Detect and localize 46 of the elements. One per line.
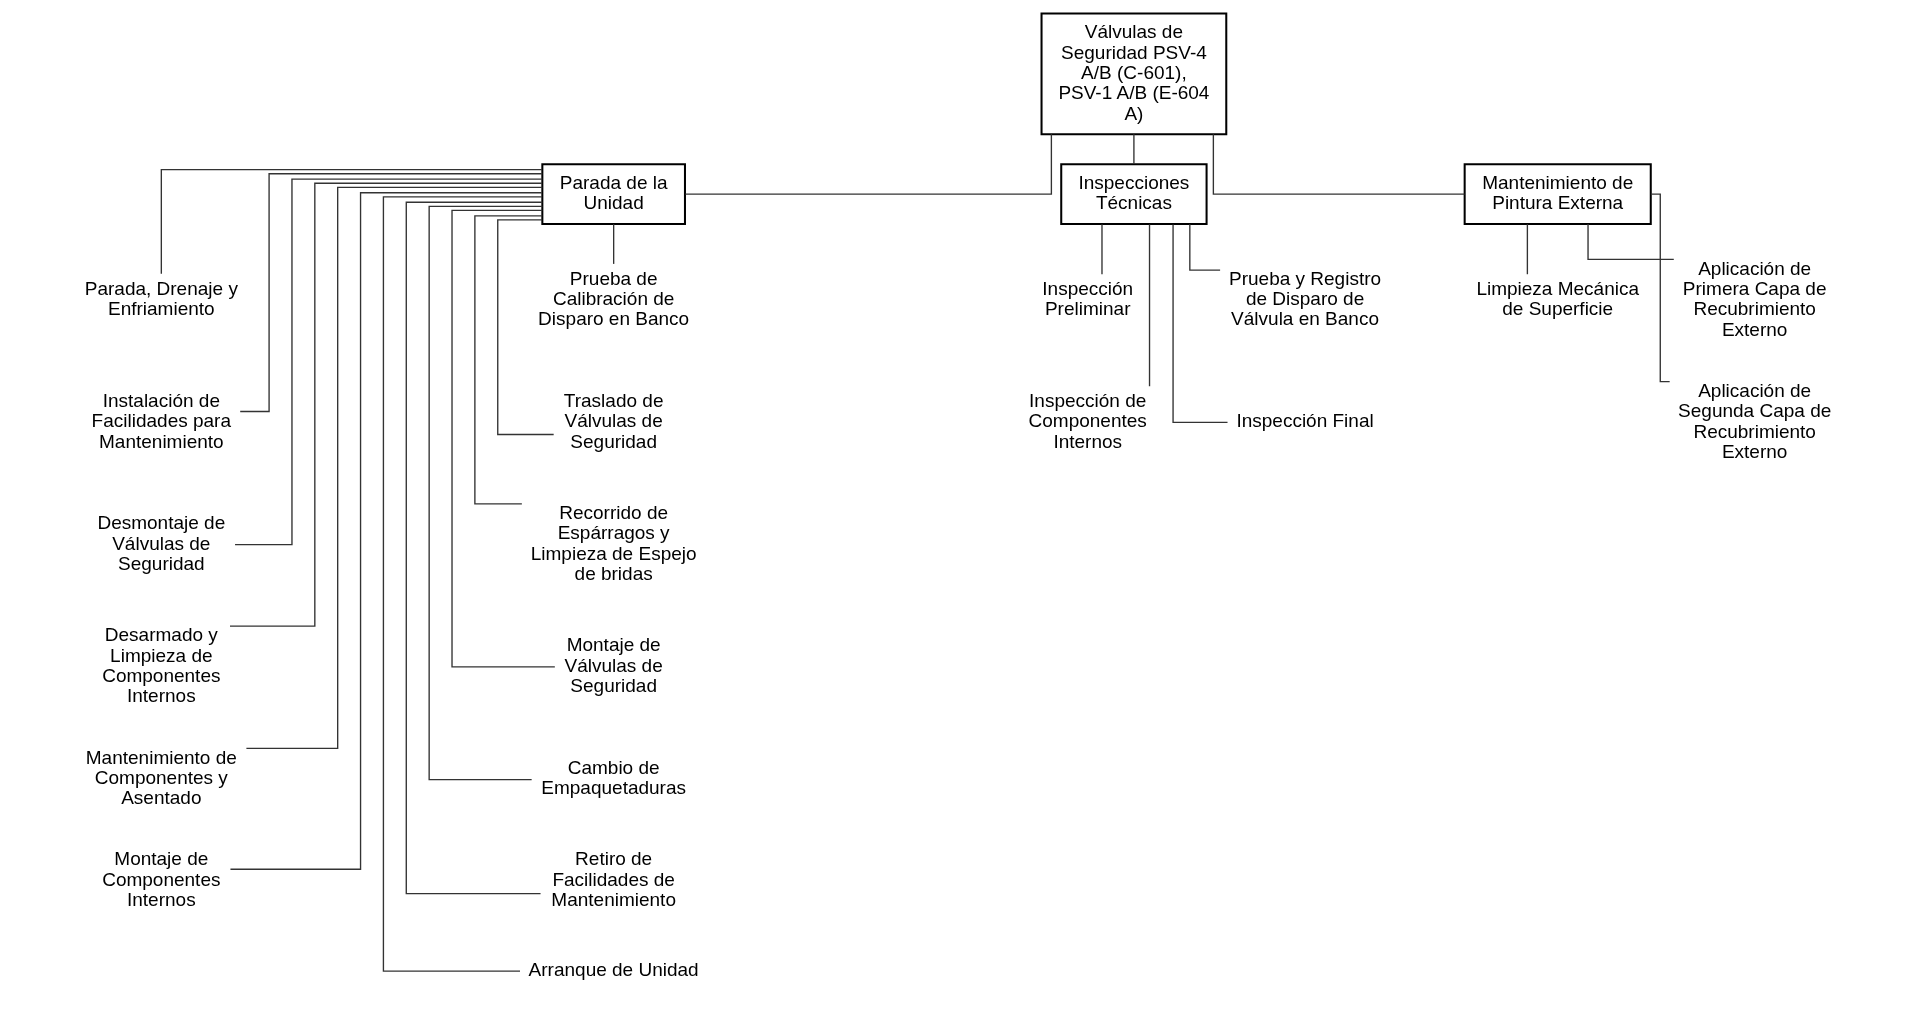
connector	[612, 223, 614, 265]
node-text: Traslado de Válvulas de Seguridad	[563, 389, 663, 452]
connector	[245, 186, 543, 749]
node-text: Prueba de Calibración de Disparo en Banco	[537, 267, 689, 330]
connector	[428, 205, 543, 781]
node-text: Arranque de Unidad	[528, 959, 699, 981]
node-text: Montaje de Componentes Internos	[101, 848, 220, 911]
node-text: Inspección Preliminar	[1041, 277, 1133, 320]
node-text: Inspección Final	[1235, 410, 1374, 432]
connector	[160, 169, 543, 275]
connector	[1148, 223, 1150, 387]
node-text: Parada, Drenaje y Enfriamiento	[84, 277, 238, 320]
connector	[1188, 223, 1221, 271]
node-box: Mantenimiento de Pintura Externa	[1463, 163, 1652, 225]
node-box: Inspecciones Técnicas	[1059, 163, 1208, 225]
node-box: Válvulas de Seguridad PSV-4 A/B (C-601), PSV-1 A/B (E-604 A)	[1040, 12, 1227, 136]
node-text: Aplicación de Primera Capa de Recubrimiento Externo	[1682, 257, 1826, 340]
connector	[450, 209, 555, 668]
node-text: Montaje de Válvulas de Seguridad	[564, 634, 663, 697]
connector	[1100, 223, 1103, 275]
connector	[1171, 223, 1228, 423]
connector	[382, 196, 543, 972]
node-text: Recorrido de Espárragos y Limpieza de Espejo de bridas	[530, 502, 697, 585]
node-text: Cambio de Empaquetaduras	[540, 756, 686, 799]
connector	[229, 192, 542, 870]
node-text: Mantenimiento de Componentes y Asentado	[85, 746, 237, 809]
connector	[684, 133, 1052, 195]
connector	[233, 178, 543, 546]
node-text: Inspección de Componentes Internos	[1028, 389, 1147, 452]
connector	[239, 173, 543, 413]
connector	[496, 219, 554, 436]
connector	[1526, 223, 1528, 275]
node-text: Desmontaje de Válvulas de Seguridad	[96, 512, 225, 574]
node-text: Retiro de Facilidades de Mantenimiento	[550, 848, 676, 911]
connector	[405, 201, 543, 895]
node-text: Prueba y Registro de Disparo de Válvula en Banco	[1228, 267, 1381, 330]
connector	[1586, 223, 1674, 260]
connector	[1132, 133, 1135, 165]
node-text: Instalación de Facilidades para Mantenimiento	[91, 389, 231, 452]
node-text: Limpieza Mecánica de Superficie	[1475, 277, 1639, 320]
connector	[1212, 133, 1465, 195]
node-box: Parada de la Unidad	[540, 163, 686, 225]
node-text: Aplicación de Segunda Capa de Recubrimiento Externo	[1677, 379, 1831, 462]
connector	[228, 182, 543, 627]
node-text: Desarmado y Limpieza de Componentes Internos	[101, 624, 220, 707]
connector	[473, 215, 543, 505]
